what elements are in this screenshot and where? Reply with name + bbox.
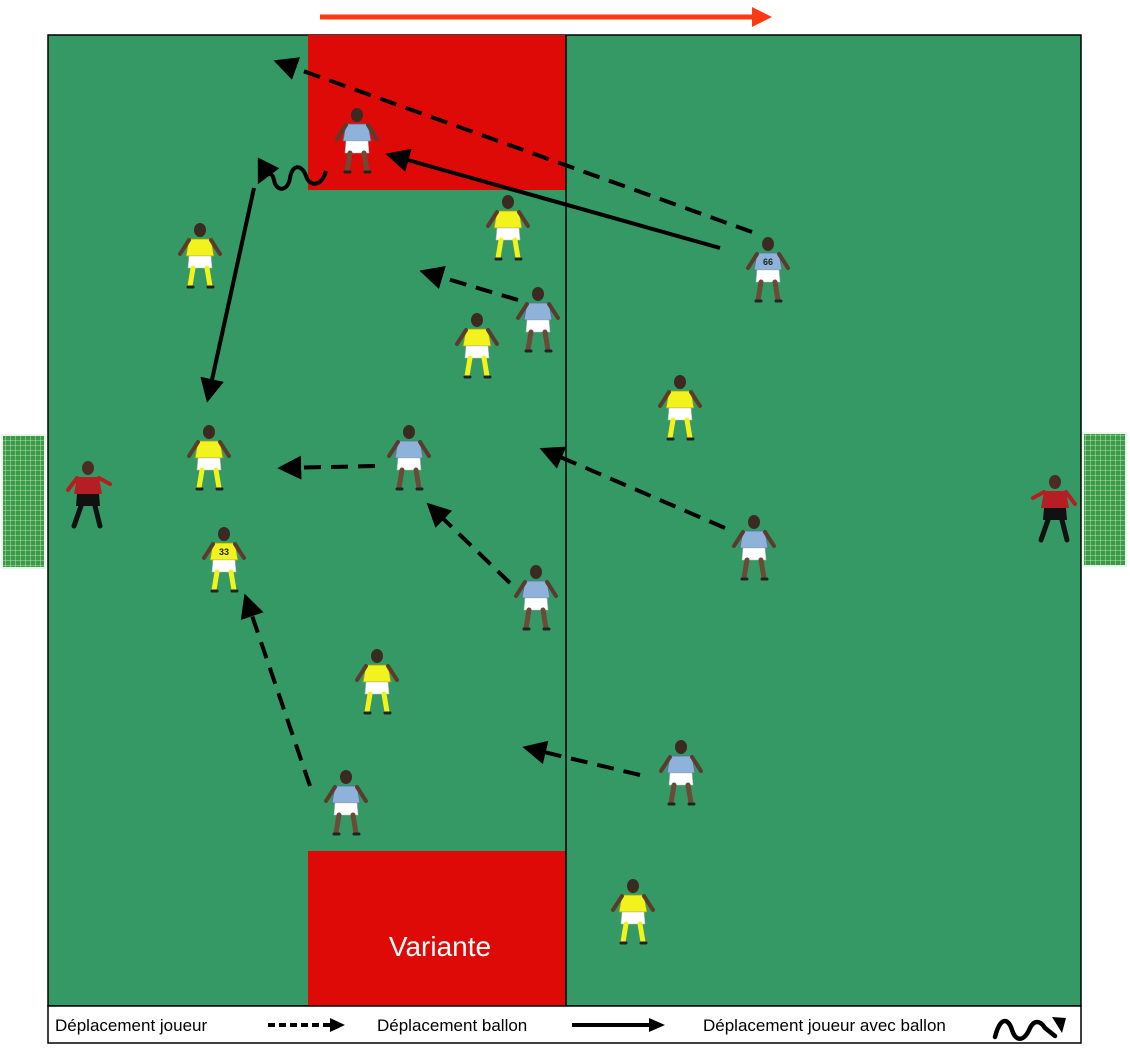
dribble-zigzag-icon — [257, 157, 328, 191]
variante-red-zone — [308, 851, 566, 1006]
dashed-arrow — [240, 593, 312, 787]
yellow-player-numbered: 33 — [204, 527, 244, 591]
legend-player-movement-label: Déplacement joueur — [55, 1016, 207, 1035]
dashed-arrow — [277, 455, 376, 480]
legend-dashed-arrow-icon — [268, 1018, 345, 1032]
blue-player-numbered: 66 — [748, 237, 788, 301]
yellow-team: 33 — [180, 195, 700, 943]
top-red-zone — [308, 35, 566, 190]
dashed-arrow — [419, 265, 519, 302]
legend-player-with-ball-label: Déplacement joueur avec ballon — [703, 1016, 946, 1035]
dashed-arrow — [426, 502, 512, 585]
legend: Déplacement joueur Déplacement ballon Dé… — [47, 1005, 1082, 1044]
shirt-number: 33 — [219, 547, 229, 557]
right-goalkeeper — [1031, 475, 1077, 543]
direction-of-play-arrow-icon — [320, 7, 772, 27]
left-goal-net-icon — [1, 434, 46, 569]
solid-arrow — [200, 187, 256, 403]
solid-arrow — [385, 148, 721, 250]
dashed-arrow — [539, 446, 726, 530]
right-goal-net-icon — [1082, 432, 1127, 567]
movement-arrows — [200, 57, 753, 787]
blue-team: 66 — [326, 108, 788, 834]
goalkeepers — [66, 461, 1077, 543]
dashed-arrow — [273, 57, 753, 234]
dashed-arrow — [522, 740, 641, 777]
legend-zigzag-arrow-icon — [992, 1017, 1066, 1041]
legend-solid-arrow-icon — [572, 1018, 665, 1032]
legend-ball-movement-label: Déplacement ballon — [377, 1016, 527, 1035]
variante-label: Variante — [389, 931, 491, 962]
legend-box — [47, 1005, 1082, 1044]
left-goalkeeper — [66, 461, 112, 529]
shirt-number: 66 — [763, 257, 773, 267]
